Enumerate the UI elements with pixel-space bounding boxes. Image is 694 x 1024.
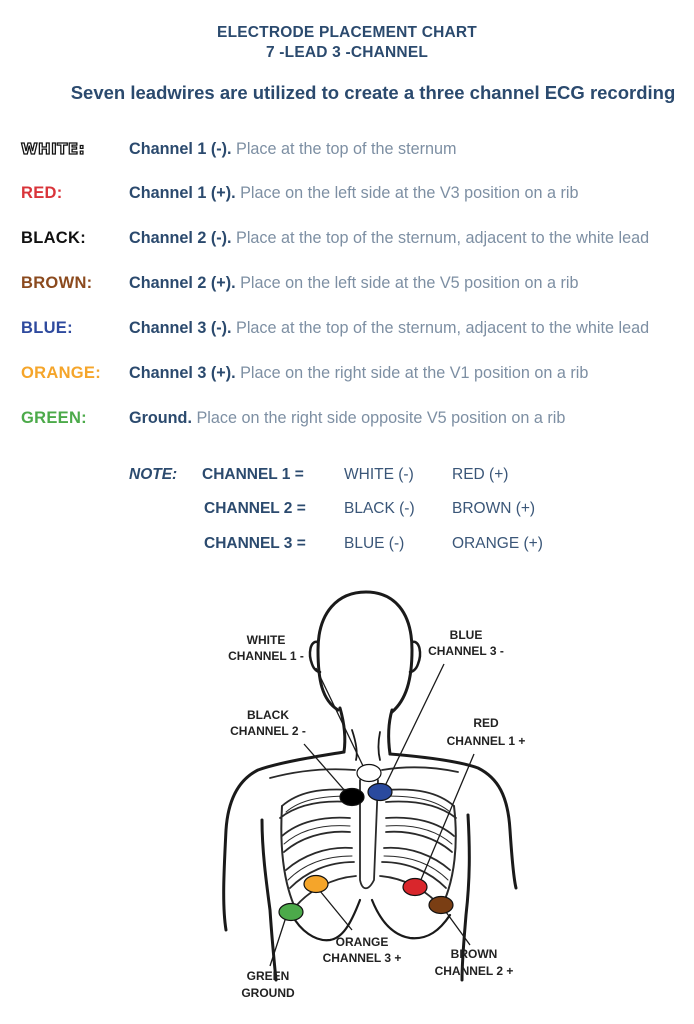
lead-desc-brown: Channel 2 (+). Place on the left side at… [129, 274, 578, 293]
label-orange-channel: CHANNEL 3 + [323, 951, 402, 965]
leader-line-orange [319, 890, 353, 931]
note-channel-3-positive: ORANGE (+) [452, 535, 543, 552]
leader-lines [269, 663, 475, 967]
lead-channel-white: Channel 1 (-) [129, 140, 228, 158]
lead-channel-black: Channel 2 (-). [129, 229, 232, 247]
lead-text-green: Place on the right side opposite V5 posi… [191, 409, 566, 427]
lead-text-orange: Place on the right side at the V1 positi… [235, 364, 589, 382]
label-white-name: WHITE [247, 633, 286, 647]
lead-text-red: Place on the left side at the V3 positio… [235, 184, 579, 202]
lead-text-white: Place at the top of the sternum [231, 140, 457, 158]
lead-desc-red: Channel 1 (+). Place on the left side at… [129, 184, 578, 203]
rib-cage [269, 766, 459, 911]
lead-channel-blue: Channel 3 (-). [129, 319, 232, 337]
torso-outline [222, 590, 518, 982]
lead-row-brown: BROWN: Channel 2 (+). Place on the left … [0, 274, 694, 298]
lead-row-blue: BLUE: Channel 3 (-). Place at the top of… [0, 319, 694, 343]
lead-punct-white: . [227, 140, 232, 158]
torso-electrode-diagram: WHITE CHANNEL 1 - BLUE CHANNEL 3 - BLACK… [222, 590, 525, 1000]
lead-desc-white: Channel 1 (-). Place at the top of the s… [129, 140, 457, 159]
lead-name-blue: BLUE: [21, 319, 73, 337]
intro-sentence: Seven leadwires are utilized to create a… [70, 82, 676, 103]
label-black-channel: CHANNEL 2 - [230, 724, 306, 738]
lead-text-brown: Place on the left side at the V5 positio… [235, 274, 579, 292]
electrode-orange [303, 874, 329, 894]
electrodes [278, 763, 454, 922]
note-channel-3: CHANNEL 3 = [204, 535, 306, 552]
lead-name-black: BLACK: [21, 229, 87, 247]
lead-name-green: GREEN: [21, 409, 87, 427]
lead-row-black: BLACK: Channel 2 (-). Place at the top o… [0, 229, 694, 253]
label-red-name: RED [473, 716, 499, 730]
lead-text-blue: Place at the top of the sternum, adjacen… [231, 319, 650, 337]
diagram-labels: WHITE CHANNEL 1 - BLUE CHANNEL 3 - BLACK… [228, 628, 525, 1000]
lead-row-green: GREEN: Ground. Place on the right side o… [0, 409, 694, 433]
leader-line-green [269, 916, 287, 967]
note-channel-2-positive: BROWN (+) [452, 500, 536, 517]
lead-text-black: Place at the top of the sternum, adjacen… [231, 229, 650, 247]
label-green-channel: GROUND [241, 986, 295, 1000]
note-channel-1-positive: RED (+) [452, 466, 509, 483]
lead-channel-green: Ground. [129, 409, 192, 427]
chart-title: ELECTRODE PLACEMENT CHART [217, 24, 477, 41]
note-label: NOTE: [129, 466, 178, 483]
lead-name-brown: BROWN: [21, 274, 93, 292]
lead-desc-orange: Channel 3 (+). Place on the right side a… [129, 364, 588, 383]
label-red-channel: CHANNEL 1 + [447, 734, 526, 748]
label-green-name: GREEN [247, 969, 290, 983]
lead-channel-brown: Channel 2 (+). [129, 274, 236, 292]
lead-channel-red: Channel 1 (+). [129, 184, 236, 202]
label-blue-channel: CHANNEL 3 - [428, 644, 504, 658]
lead-name-orange: ORANGE: [21, 364, 102, 382]
lead-row-red: RED: Channel 1 (+). Place on the left si… [0, 184, 694, 208]
electrode-brown [428, 895, 454, 915]
note-channel-1: CHANNEL 1 = [202, 466, 304, 483]
lead-desc-green: Ground. Place on the right side opposite… [129, 409, 565, 428]
label-white-channel: CHANNEL 1 - [228, 649, 304, 663]
label-black-name: BLACK [247, 708, 289, 722]
leader-line-brown [445, 911, 471, 946]
label-orange-name: ORANGE [336, 935, 389, 949]
label-blue-name: BLUE [450, 628, 483, 642]
lead-row-white: WHITE: Channel 1 (-). Place at the top o… [0, 139, 694, 164]
label-brown-name: BROWN [451, 947, 498, 961]
leader-line-blue [384, 663, 445, 787]
lead-name-white: WHITE: [20, 139, 86, 158]
note-channel-2-negative: BLACK (-) [344, 500, 415, 517]
label-brown-channel: CHANNEL 2 + [435, 964, 514, 978]
leader-line-black [303, 743, 347, 793]
lead-channel-orange: Channel 3 (+). [129, 364, 236, 382]
chart-subtitle-lead-config: 7 -LEAD 3 -CHANNEL [265, 44, 429, 61]
note-channel-2: CHANNEL 2 = [204, 500, 306, 517]
electrode-red [402, 877, 428, 897]
electrode-white [356, 763, 382, 783]
note-channel-3-negative: BLUE (-) [344, 535, 405, 552]
note-channel-1-negative: WHITE (-) [344, 466, 414, 483]
electrode-black [339, 787, 365, 807]
lead-desc-black: Channel 2 (-). Place at the top of the s… [129, 229, 649, 248]
lead-desc-blue: Channel 3 (-). Place at the top of the s… [129, 319, 649, 338]
lead-row-orange: ORANGE: Channel 3 (+). Place on the righ… [0, 364, 694, 388]
electrode-green [278, 902, 304, 922]
lead-name-red: RED: [21, 184, 63, 202]
electrode-blue [367, 782, 393, 802]
leader-line-white [315, 667, 365, 769]
leader-line-red [419, 753, 475, 883]
